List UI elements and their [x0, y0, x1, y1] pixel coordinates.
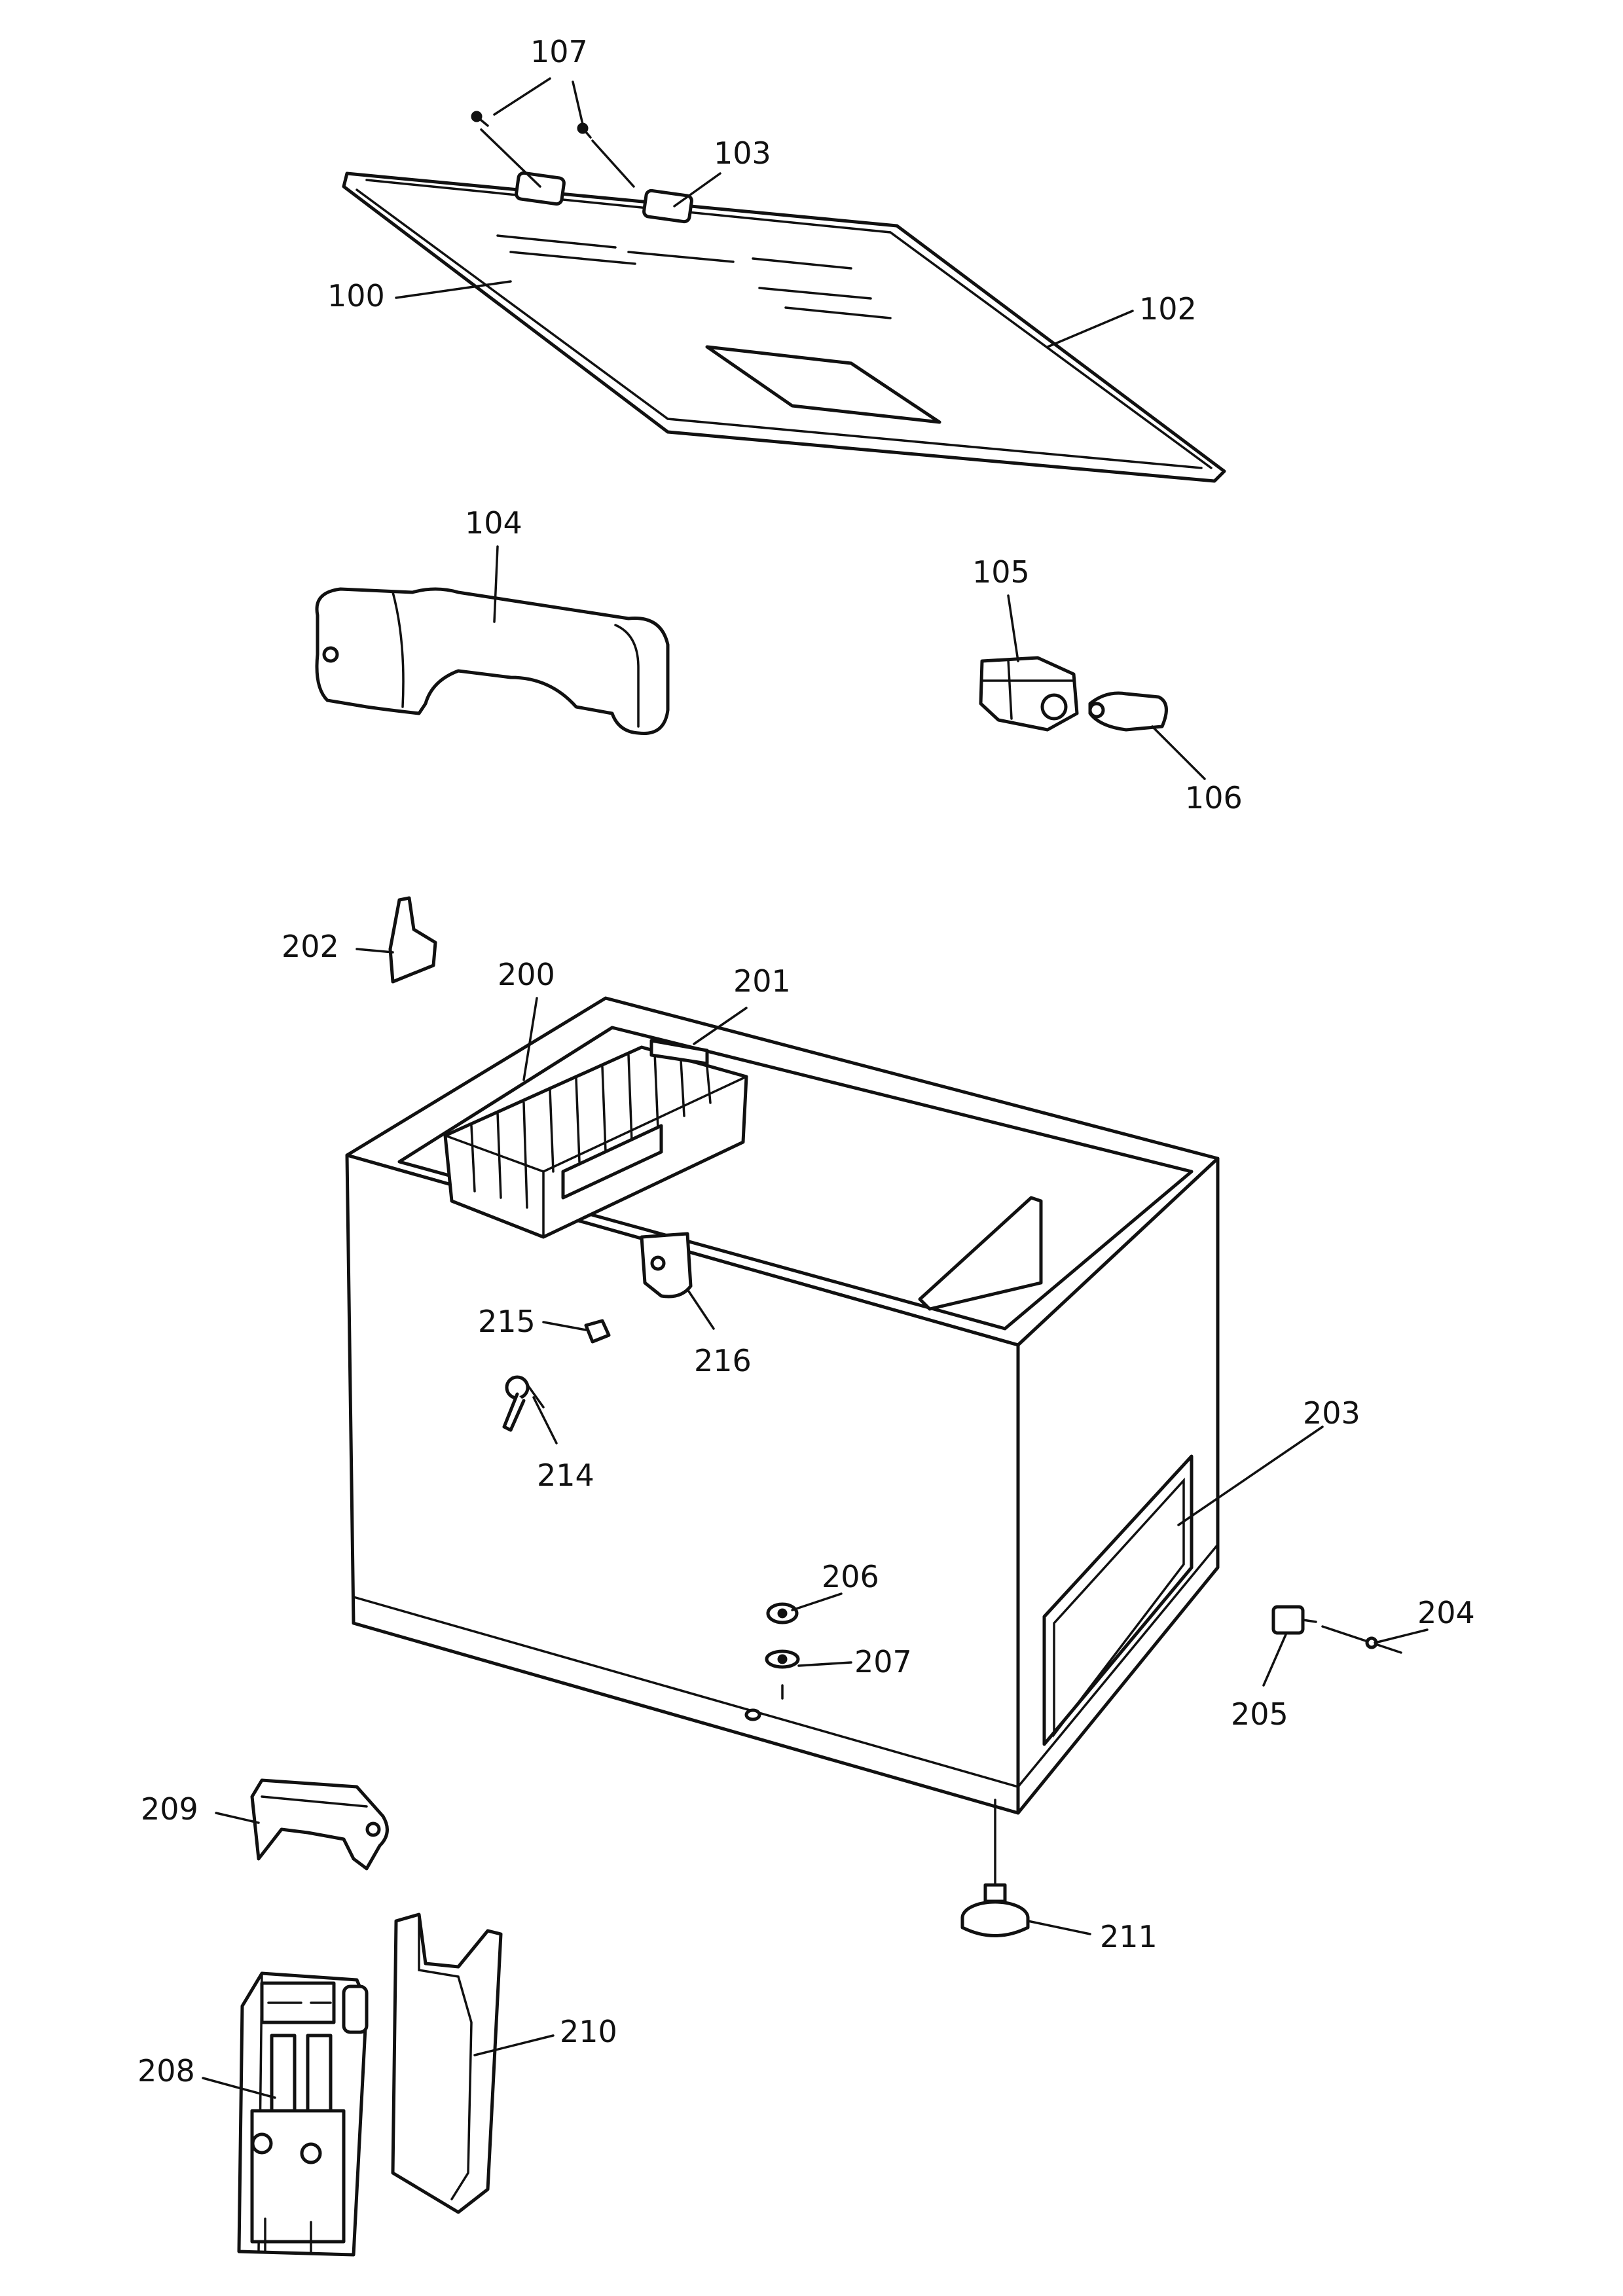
callout-200: 200 [498, 957, 555, 992]
callout-103: 103 [714, 135, 771, 171]
bracket-202 [388, 896, 437, 984]
basket-divider [561, 1124, 663, 1200]
leader-102 [1046, 310, 1134, 348]
leader-107-c [480, 128, 541, 188]
lid-hinge-right [642, 188, 693, 224]
lid-assembly [342, 111, 1226, 483]
basket-wire-lines [470, 1051, 712, 1209]
leader-105 [1007, 594, 1019, 662]
key-214 [502, 1375, 545, 1432]
leader-107-a [493, 77, 551, 116]
hinge-cover-209 [250, 1778, 389, 1871]
leader-208 [202, 2077, 276, 2099]
callout-214: 214 [537, 1458, 594, 1493]
callout-100: 100 [327, 278, 385, 314]
callout-205: 205 [1231, 1696, 1288, 1732]
leader-106 [1151, 725, 1206, 780]
leader-211 [1027, 1920, 1091, 1935]
callout-207: 207 [854, 1644, 912, 1679]
callout-215: 215 [478, 1304, 536, 1339]
cabinet-inner-wall [918, 1196, 1043, 1311]
callout-102: 102 [1139, 291, 1197, 327]
callout-208: 208 [137, 2053, 195, 2089]
lid-panel [342, 171, 1226, 483]
clip-201 [649, 1039, 709, 1066]
callout-labels: 107 103 100 102 104 105 106 202 200 201 … [137, 34, 1475, 2089]
callout-201: 201 [733, 963, 791, 999]
cap-215 [584, 1319, 611, 1344]
leader-216 [686, 1288, 715, 1330]
knob-shaft [744, 1684, 784, 1721]
leader-lines [202, 77, 1429, 2099]
hinge-sleeve-210 [391, 1912, 503, 2214]
callout-210: 210 [560, 2014, 617, 2049]
leader-215 [542, 1321, 587, 1331]
knob-206 [766, 1602, 799, 1624]
callout-105: 105 [972, 554, 1030, 590]
drain-plug-205 [1271, 1605, 1317, 1635]
leader-205 [1262, 1632, 1288, 1687]
lock-assembly-105 [979, 656, 1079, 732]
callout-106: 106 [1185, 780, 1243, 816]
leveling-foot-211 [960, 1799, 1030, 1937]
leader-104 [493, 545, 499, 623]
leader-107-d [591, 139, 635, 188]
drain-pin-204 [1321, 1625, 1402, 1654]
leader-200 [522, 997, 538, 1081]
callout-104: 104 [465, 505, 522, 541]
callout-211: 211 [1100, 1919, 1158, 1954]
leader-209 [215, 1812, 260, 1824]
side-access-panel-203 [1042, 1454, 1194, 1746]
callout-216: 216 [694, 1343, 752, 1378]
leader-214 [532, 1396, 558, 1444]
screw-107-a [471, 111, 489, 127]
lock-key-106 [1088, 691, 1168, 732]
leader-203 [1177, 1426, 1324, 1526]
lid-vent-lines [496, 234, 892, 319]
callout-204: 204 [1417, 1595, 1475, 1630]
leader-207 [797, 1661, 852, 1667]
callout-209: 209 [141, 1791, 198, 1827]
leader-202 [356, 948, 394, 954]
basket-200 [443, 1045, 748, 1239]
callout-107: 107 [530, 34, 588, 69]
leader-103 [673, 172, 721, 207]
latch-216 [640, 1232, 693, 1299]
screw-107-b [577, 122, 592, 139]
lid-window [705, 345, 941, 424]
leader-107-b [572, 81, 584, 126]
handle-104 [315, 587, 670, 736]
leader-100 [395, 280, 512, 299]
hinge-208 [237, 1971, 369, 2257]
callout-202: 202 [282, 929, 339, 964]
lid-hinge-left [515, 171, 566, 206]
leader-206 [791, 1592, 843, 1611]
leader-204 [1374, 1628, 1429, 1644]
leader-201 [693, 1007, 748, 1045]
leader-210 [473, 2034, 555, 2056]
callout-206: 206 [822, 1559, 879, 1594]
washer-207 [765, 1649, 800, 1669]
callout-203: 203 [1303, 1395, 1360, 1431]
